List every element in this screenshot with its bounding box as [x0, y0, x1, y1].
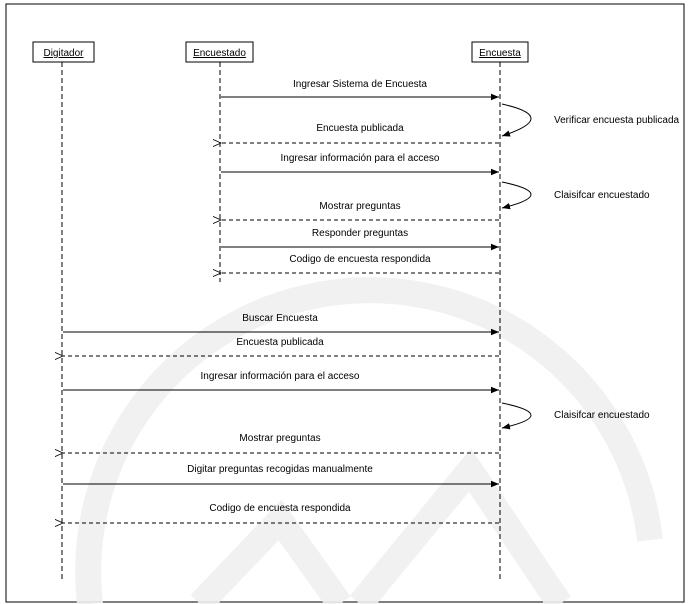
actor-box	[32, 41, 95, 63]
self-arrow	[501, 181, 532, 210]
message: Codigo de encuesta respondida	[63, 503, 499, 523]
actor-label: Encuesta	[479, 48, 521, 59]
message: Mostrar preguntas	[221, 201, 499, 220]
message-label: Verificar encuesta publicada	[554, 115, 680, 126]
message: Buscar Encuesta	[63, 313, 499, 336]
actor-label: Encuestado	[193, 48, 246, 59]
message: Digitar preguntas recogidas manualmente	[63, 464, 499, 488]
message-label: Claisifcar encuestado	[554, 410, 650, 421]
message: Mostrar preguntas	[63, 433, 499, 453]
message: Ingresar información para el acceso	[221, 153, 499, 176]
message-label: Encuesta publicada	[316, 123, 404, 134]
message-label: Codigo de encuesta respondida	[209, 503, 351, 514]
self-arrow	[501, 402, 532, 430]
message-label: Mostrar preguntas	[239, 433, 320, 444]
self-message: Claisifcar encuestado	[501, 181, 650, 210]
message: Encuesta publicada	[63, 337, 499, 356]
actor-label: Digitador	[43, 48, 84, 59]
message-label: Encuesta publicada	[236, 337, 324, 348]
message: Codigo de encuesta respondida	[221, 254, 499, 273]
message: Responder preguntas	[221, 228, 499, 251]
message-label: Claisifcar encuestado	[554, 190, 650, 201]
message-label: Codigo de encuesta respondida	[289, 254, 431, 265]
message-label: Ingresar Sistema de Encuesta	[293, 79, 427, 90]
message-label: Mostrar preguntas	[319, 201, 400, 212]
actor-digitador: Digitador	[32, 41, 95, 63]
actor-encuestado: Encuestado	[185, 41, 254, 63]
message-label: Ingresar información para el acceso	[281, 153, 440, 164]
self-message: Verificar encuesta publicada	[501, 103, 680, 137]
message-label: Buscar Encuesta	[242, 313, 318, 324]
message-label: Responder preguntas	[312, 228, 408, 239]
message-label: Digitar preguntas recogidas manualmente	[187, 464, 373, 475]
message: Ingresar Sistema de Encuesta	[221, 79, 499, 101]
message: Ingresar información para el acceso	[63, 371, 499, 394]
message-label: Ingresar información para el acceso	[201, 371, 360, 382]
self-message: Claisifcar encuestado	[501, 402, 650, 430]
watermark	[75, 277, 663, 604]
message: Encuesta publicada	[221, 123, 499, 143]
actor-encuesta: Encuesta	[471, 41, 529, 63]
self-arrow	[501, 103, 532, 137]
